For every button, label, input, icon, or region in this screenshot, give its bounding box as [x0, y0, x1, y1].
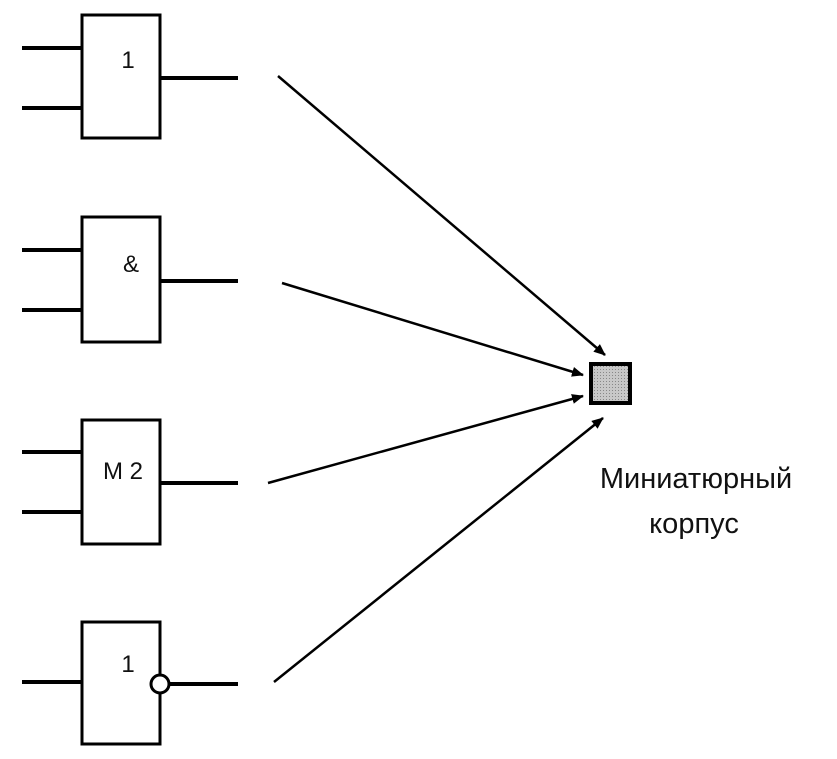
arrow-from-and-gate — [281, 281, 584, 377]
arrow-from-nor-gate — [273, 417, 604, 683]
nor-gate-body — [80, 620, 162, 746]
arrow-from-xor-gate — [267, 394, 584, 485]
nor-gate-label: 1 — [121, 651, 134, 678]
package-chip-icon — [589, 362, 632, 405]
package-caption-line1: Миниатюрный — [600, 463, 792, 495]
nor-gate: 1 — [22, 620, 238, 746]
or-gate-body — [80, 13, 162, 140]
package-caption-line2: корпус — [649, 508, 739, 540]
and-gate: & — [22, 215, 238, 344]
xor-gate-body — [80, 418, 162, 546]
arrows — [267, 75, 606, 683]
or-gate: 1 — [22, 13, 238, 140]
xor-gate: М 2 — [22, 418, 238, 546]
inversion-bubble-icon — [149, 673, 171, 695]
and-gate-label: & — [123, 251, 139, 278]
arrow-from-or-gate — [277, 75, 606, 356]
xor-gate-label: М 2 — [103, 458, 143, 485]
or-gate-label: 1 — [121, 47, 134, 74]
and-gate-body — [80, 215, 162, 344]
miniature-package: Миниатюрный корпус — [589, 362, 792, 540]
